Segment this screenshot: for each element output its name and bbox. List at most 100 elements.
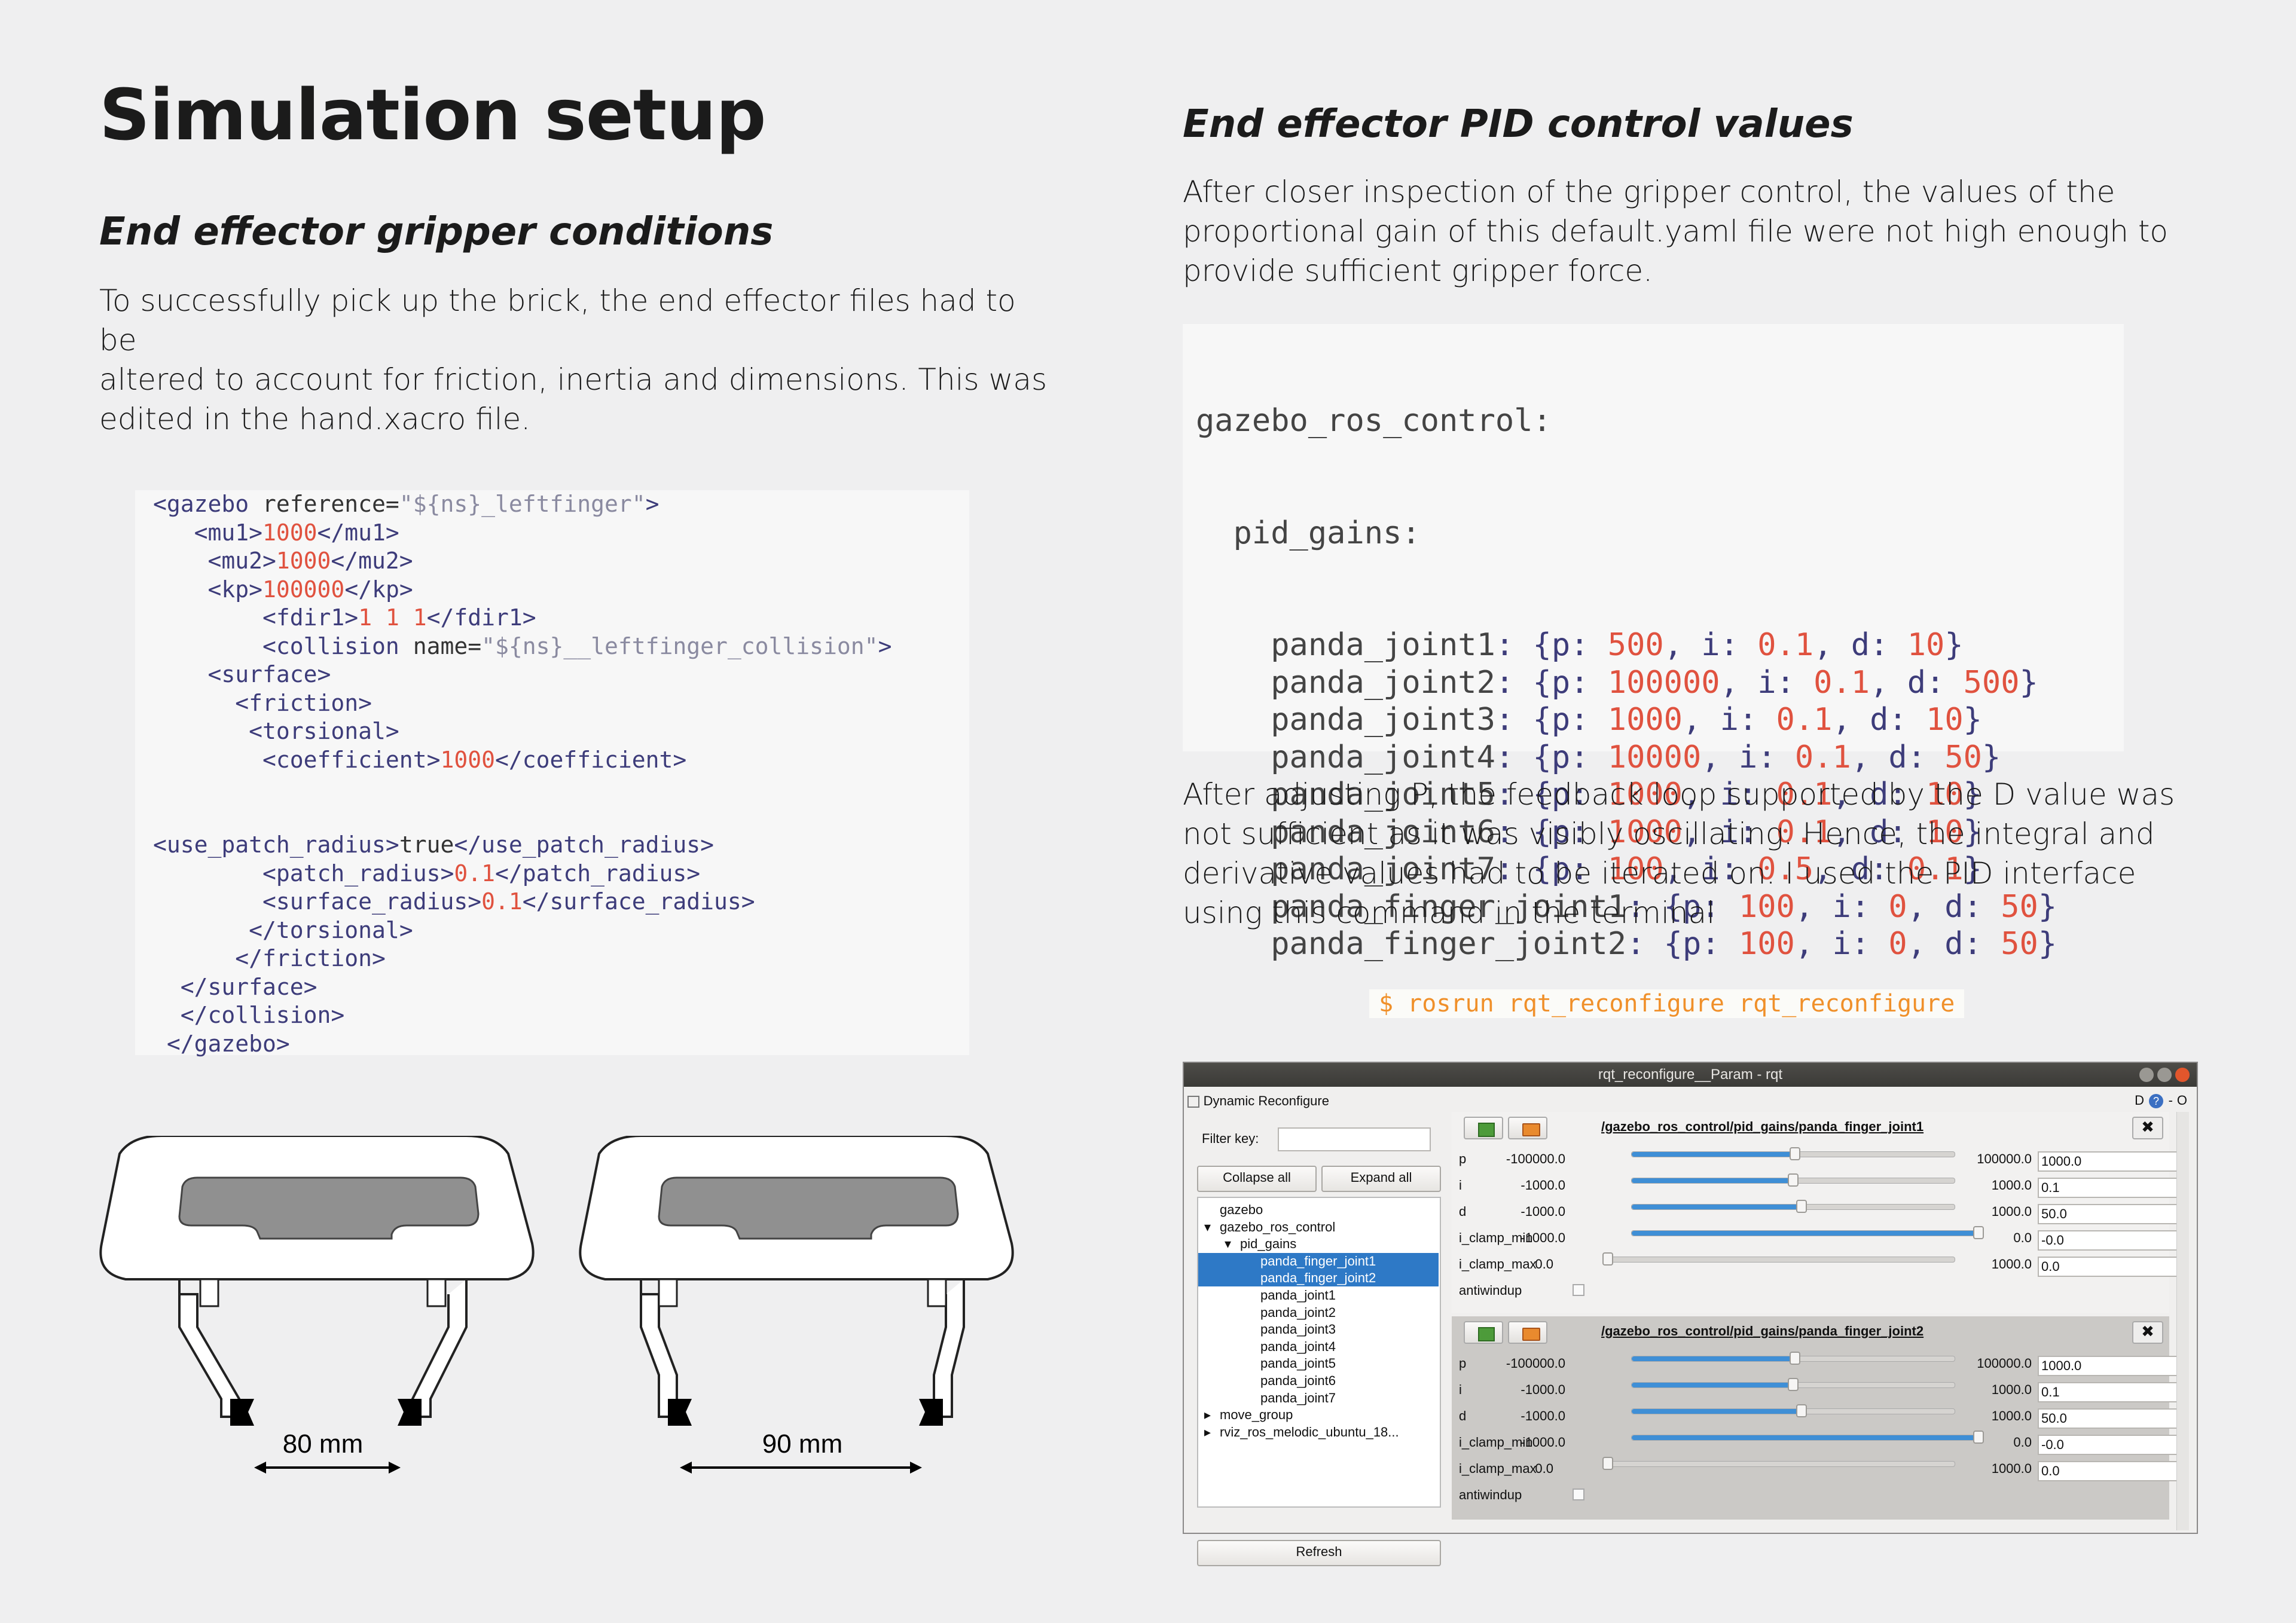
plugin-checkbox-icon[interactable]: [1187, 1095, 1199, 1108]
param-slider[interactable]: [1602, 1252, 1955, 1266]
yaml-value: panda_joint1: [1271, 627, 1495, 663]
minimize-icon[interactable]: [2139, 1068, 2154, 1082]
tree-arrow-icon[interactable]: ▾: [1225, 1236, 1232, 1252]
open-button[interactable]: [1508, 1321, 1547, 1344]
xml-token: <torsional>: [249, 718, 399, 744]
param-slider[interactable]: [1631, 1173, 1955, 1187]
panel-close-icon[interactable]: ✖: [2132, 1321, 2163, 1344]
param-slider[interactable]: [1631, 1226, 1984, 1239]
save-button[interactable]: [1464, 1117, 1503, 1139]
param-slider[interactable]: [1631, 1431, 1984, 1444]
xml-code-line: <kp>100000</kp>: [153, 576, 891, 604]
xml-token: 1000: [276, 548, 331, 574]
param-value-input[interactable]: 50.0: [2038, 1204, 2181, 1224]
tree-item[interactable]: panda_joint4: [1198, 1338, 1439, 1355]
yaml-value: 0.1: [1776, 777, 1833, 812]
tree-item-label: panda_joint4: [1260, 1338, 1336, 1354]
open-button[interactable]: [1508, 1117, 1547, 1139]
param-slider[interactable]: [1631, 1200, 1955, 1213]
collapse-all-button[interactable]: Collapse all: [1197, 1166, 1317, 1192]
tree-arrow-icon[interactable]: ▸: [1204, 1407, 1211, 1423]
param-slider[interactable]: [1631, 1378, 1955, 1391]
yaml-punct: : {: [1626, 888, 1683, 925]
filter-input[interactable]: [1278, 1127, 1431, 1151]
param-value-input[interactable]: -0.0: [2038, 1230, 2181, 1251]
param-slider[interactable]: [1631, 1352, 1955, 1365]
tree-item[interactable]: panda_joint2: [1198, 1304, 1439, 1321]
param-slider-handle[interactable]: [1973, 1431, 1984, 1444]
plugin-d-icon[interactable]: D: [2135, 1093, 2144, 1108]
tree-item[interactable]: panda_joint3: [1198, 1321, 1439, 1338]
dash-icon[interactable]: -: [2168, 1093, 2173, 1108]
right-paragraph-1: After closer inspection of the gripper c…: [1183, 172, 2235, 291]
xml-token: <surface_radius>: [262, 888, 482, 915]
param-max: 1000.0: [1991, 1382, 2032, 1397]
tree-item[interactable]: ▸move_group: [1198, 1407, 1439, 1423]
tree-item[interactable]: panda_joint5: [1198, 1355, 1439, 1372]
tree-item[interactable]: gazebo: [1198, 1202, 1439, 1218]
param-value-input[interactable]: 0.0: [2038, 1257, 2181, 1277]
param-slider[interactable]: [1602, 1457, 1955, 1470]
param-value-input[interactable]: 1000.0: [2038, 1151, 2181, 1172]
tree-item[interactable]: panda_joint7: [1198, 1390, 1439, 1407]
tree-item[interactable]: panda_finger_joint1: [1198, 1252, 1439, 1270]
panel-close-icon[interactable]: ✖: [2132, 1117, 2163, 1139]
xml-token: </mu2>: [331, 548, 413, 574]
tree-arrow-icon[interactable]: ▸: [1204, 1424, 1211, 1439]
param-slider[interactable]: [1631, 1147, 1955, 1160]
yaml-value: 10: [1926, 777, 1964, 812]
param-slider-handle[interactable]: [1796, 1200, 1807, 1213]
antiwindup-checkbox[interactable]: [1573, 1284, 1584, 1296]
yaml-root-line: gazebo_ros_control:: [1196, 403, 1552, 439]
param-value-input[interactable]: 1000.0: [2038, 1356, 2181, 1376]
tree-item-label: panda_joint6: [1260, 1373, 1336, 1388]
yaml-value: 0.1: [1813, 664, 1870, 701]
left-paragraph-line: altered to account for friction, inertia…: [99, 362, 1048, 397]
xml-token: </patch_radius>: [494, 860, 701, 887]
param-slider-handle[interactable]: [1602, 1252, 1613, 1266]
tree-item[interactable]: ▾pid_gains: [1198, 1236, 1439, 1252]
tree-item[interactable]: panda_finger_joint2: [1198, 1270, 1439, 1287]
yaml-value: 0: [1888, 926, 1907, 962]
param-slider-handle[interactable]: [1789, 1352, 1800, 1365]
maximize-icon[interactable]: [2157, 1068, 2172, 1082]
tree-item[interactable]: ▾gazebo_ros_control: [1198, 1219, 1439, 1236]
yaml-value: panda_joint5: [1271, 777, 1495, 812]
param-slider-handle[interactable]: [1796, 1404, 1807, 1417]
param-value-input[interactable]: 0.1: [2038, 1178, 2181, 1198]
yaml-value: 50: [1944, 739, 1982, 775]
param-slider[interactable]: [1631, 1404, 1955, 1417]
tree-item[interactable]: ▸rviz_ros_melodic_ubuntu_18...: [1198, 1424, 1439, 1441]
param-slider-handle[interactable]: [1789, 1147, 1800, 1160]
circle-icon[interactable]: O: [2176, 1093, 2187, 1108]
param-value-input[interactable]: 0.0: [2038, 1461, 2181, 1481]
help-icon[interactable]: ?: [2149, 1094, 2163, 1108]
tree-item[interactable]: panda_joint1: [1198, 1287, 1439, 1304]
xml-code-line: <friction>: [153, 689, 891, 718]
window-titlebar[interactable]: rqt_reconfigure__Param - rqt: [1184, 1063, 2197, 1087]
expand-all-button[interactable]: Expand all: [1321, 1166, 1441, 1192]
yaml-punct: : {: [1495, 664, 1552, 701]
param-slider-handle[interactable]: [1973, 1226, 1984, 1239]
tree-item[interactable]: panda_joint6: [1198, 1373, 1439, 1389]
param-value-input[interactable]: -0.0: [2038, 1435, 2181, 1455]
scrollbar[interactable]: [2176, 1112, 2189, 1530]
xml-code-line: <coefficient>1000</coefficient>: [153, 746, 891, 775]
xml-token: <collision: [262, 632, 413, 659]
gripper-diagram: 80 mm 90 mm: [99, 1136, 1014, 1474]
param-value-input[interactable]: 50.0: [2038, 1408, 2181, 1429]
param-slider-handle[interactable]: [1788, 1173, 1799, 1187]
refresh-button[interactable]: Refresh: [1197, 1540, 1441, 1566]
tree-arrow-icon[interactable]: ▾: [1204, 1219, 1211, 1234]
save-button[interactable]: [1464, 1321, 1503, 1344]
param-slider-handle[interactable]: [1602, 1457, 1613, 1470]
param-value-input[interactable]: 0.1: [2038, 1382, 2181, 1402]
right-paragraph-line: provide sufficient gripper force.: [1183, 253, 1653, 288]
param-slider-handle[interactable]: [1788, 1378, 1799, 1391]
antiwindup-checkbox[interactable]: [1573, 1488, 1584, 1500]
close-icon[interactable]: [2175, 1068, 2190, 1082]
left-pane: Filter key: Collapse all Expand all gaze…: [1184, 1112, 1447, 1566]
